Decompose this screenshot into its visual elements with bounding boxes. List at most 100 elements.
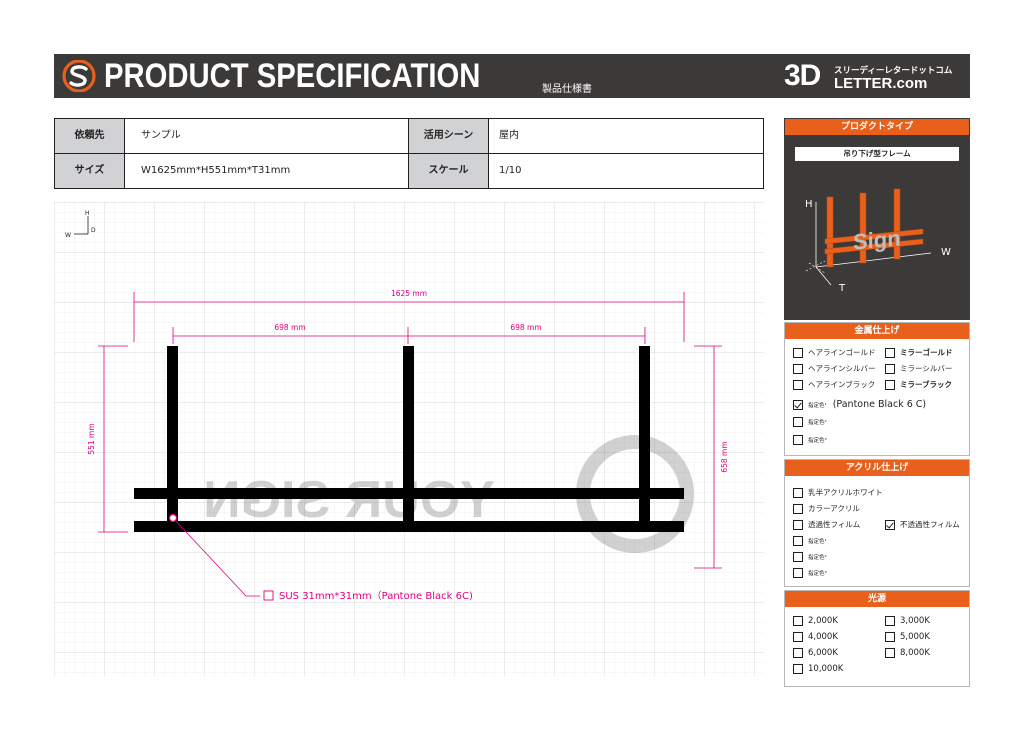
checkbox[interactable] (885, 363, 895, 374)
brand-kana: スリーディーレタードットコム (834, 66, 953, 76)
scene-label: 活用シーン (409, 119, 489, 153)
info-row-size: サイズ W1625mm*H551mm*T31mm スケール 1/10 (55, 154, 763, 189)
checkbox[interactable] (793, 347, 803, 358)
brand-3d-mark: 3D (784, 59, 821, 92)
checkbox[interactable] (793, 536, 803, 546)
page-title: PRODUCT SPECIFICATION (104, 57, 481, 95)
scene-value: 屋内 (499, 130, 519, 141)
frame-post-center (403, 346, 414, 532)
light-option-5000k[interactable]: 5,000K (885, 632, 930, 642)
checkbox[interactable] (885, 616, 895, 626)
acrylic-finish-panel: アクリル仕上げ 乳半アクリルホワイト カラーアクリル 透過性フィルム 不透過性フ… (784, 459, 970, 587)
checkbox[interactable] (793, 417, 803, 427)
metal-finish-panel: 金属仕上げ ヘアラインゴールド ミラーゴールド ヘアラインシルバー ミラーシルバ… (784, 322, 970, 456)
product-type-illustration: H W T Sign (805, 188, 951, 294)
illus-h-label: H (805, 199, 813, 210)
size-value: W1625mm*H551mm*T31mm (125, 154, 409, 188)
callout-point (168, 513, 178, 523)
checkbox[interactable] (793, 363, 803, 374)
axis-d-label: D (91, 227, 96, 234)
brand-letter: LETTER.com (834, 75, 928, 92)
checkbox[interactable] (793, 552, 803, 562)
checkbox[interactable] (793, 632, 803, 642)
light-option-3000k[interactable]: 3,000K (885, 616, 930, 626)
checkbox[interactable] (885, 347, 895, 358)
acrylic-finish-title: アクリル仕上げ (785, 460, 969, 476)
metal-option-mirror-silver[interactable]: ミラーシルバー (885, 363, 952, 374)
dim-total-width: 1625 mm (391, 289, 427, 298)
size-label: サイズ (55, 154, 125, 188)
product-type-title: プロダクトタイプ (785, 119, 969, 135)
checkbox[interactable] (793, 379, 803, 390)
header-bar: PRODUCT SPECIFICATION 製品仕様書 3D スリーディーレター… (54, 54, 970, 98)
dim-height-left: 551 mm (87, 423, 96, 454)
frame-post-right (639, 346, 650, 532)
metal-option-custom-1[interactable]: 指定色¹(Pantone Black 6 C) (793, 399, 926, 410)
acrylic-option-custom-1[interactable]: 指定色¹ (793, 536, 827, 546)
company-logo-icon (62, 60, 96, 92)
callout-box-icon (263, 590, 274, 601)
checkbox[interactable] (793, 435, 803, 445)
metal-option-hairline-gold[interactable]: ヘアラインゴールド (793, 347, 876, 358)
frame-bar-upper (134, 488, 684, 499)
checkbox[interactable] (885, 632, 895, 642)
acrylic-option-milky-white[interactable]: 乳半アクリルホワイト (793, 487, 883, 498)
metal-option-mirror-black[interactable]: ミラーブラック (885, 379, 952, 390)
product-type-body: 吊り下げ型フレーム H W T (785, 135, 969, 319)
light-option-4000k[interactable]: 4,000K (793, 632, 838, 642)
axis-h-label: H (85, 210, 90, 217)
light-option-6000k[interactable]: 6,000K (793, 648, 838, 658)
dim-height-right: 658 mm (720, 441, 729, 472)
illus-sign-text: Sign (853, 225, 901, 254)
client-label: 依頼先 (55, 119, 125, 153)
acrylic-option-custom-2[interactable]: 指定色² (793, 552, 827, 562)
dim-span-right: 698 mm (510, 323, 541, 332)
acrylic-option-transparent-film[interactable]: 透過性フィルム (793, 519, 860, 530)
checkbox[interactable] (793, 519, 803, 530)
watermark-text: YOUR SIGN (203, 471, 495, 529)
acrylic-option-opaque-film[interactable]: 不透過性フィルム (885, 519, 960, 530)
metal-option-custom-3[interactable]: 指定色³ (793, 435, 827, 445)
metal-option-mirror-gold[interactable]: ミラーゴールド (885, 347, 953, 358)
axis-w-label: W (65, 232, 71, 239)
metal-option-hairline-black[interactable]: ヘアラインブラック (793, 379, 875, 390)
material-callout: SUS 31mm*31mm（Pantone Black 6C) (279, 590, 473, 602)
info-row-client: 依頼先 サンプル 活用シーン 屋内 (55, 119, 763, 154)
frame-post-left (167, 346, 178, 532)
checkbox[interactable] (793, 648, 803, 658)
acrylic-option-custom-3[interactable]: 指定色³ (793, 568, 827, 578)
axis-indicator: H D W (65, 210, 96, 239)
page-subtitle: 製品仕様書 (542, 84, 592, 95)
checkbox[interactable] (793, 664, 803, 674)
info-table: 依頼先 サンプル 活用シーン 屋内 サイズ W1625mm*H551mm*T31… (54, 118, 764, 189)
light-option-2000k[interactable]: 2,000K (793, 616, 838, 626)
frame-bar-lower (134, 521, 684, 532)
metal-finish-title: 金属仕上げ (785, 323, 969, 339)
dim-span-left: 698 mm (274, 323, 305, 332)
checkbox[interactable] (885, 379, 895, 390)
light-source-panel: 光源 2,000K 3,000K 4,000K 5,000K 6,000K 8,… (784, 590, 970, 687)
light-option-10000k[interactable]: 10,000K (793, 664, 843, 674)
acrylic-option-color[interactable]: カラーアクリル (793, 503, 860, 514)
scale-label: スケール (409, 154, 489, 188)
scale-value: 1/10 (499, 165, 522, 176)
checkbox[interactable] (793, 487, 803, 498)
checkbox[interactable] (793, 616, 803, 626)
checkbox[interactable] (793, 503, 803, 514)
dimension-lines (98, 292, 722, 597)
technical-drawing: H D W YOUR SIGN (54, 202, 764, 676)
light-option-8000k[interactable]: 8,000K (885, 648, 930, 658)
checkbox-checked[interactable] (793, 399, 803, 410)
client-value: サンプル (125, 119, 409, 153)
metal-option-custom-2[interactable]: 指定色² (793, 417, 827, 427)
hanging-frame (134, 346, 684, 532)
metal-option-hairline-silver[interactable]: ヘアラインシルバー (793, 363, 876, 374)
watermark: YOUR SIGN (203, 435, 694, 553)
checkbox-checked[interactable] (885, 519, 895, 530)
checkbox[interactable] (885, 648, 895, 658)
checkbox[interactable] (793, 568, 803, 578)
illus-t-label: T (838, 283, 846, 294)
illus-w-label: W (941, 247, 951, 258)
custom-color-note: (Pantone Black 6 C) (832, 399, 927, 410)
